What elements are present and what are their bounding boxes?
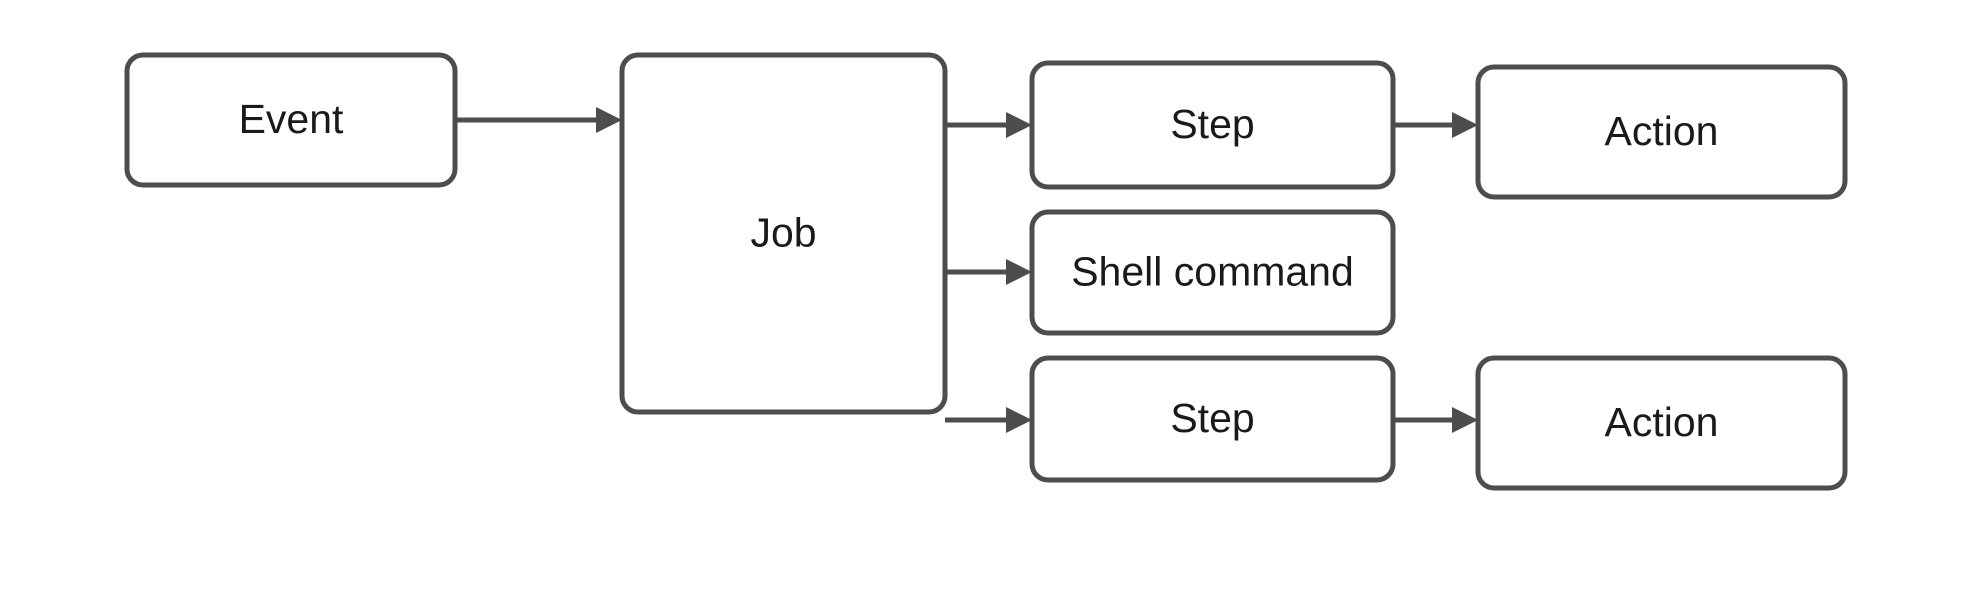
node-action-top[interactable]: Action xyxy=(1475,64,1848,200)
edge-job-to-shell xyxy=(945,259,1032,285)
node-box[interactable] xyxy=(1029,355,1396,483)
node-box[interactable] xyxy=(619,52,948,415)
node-label: Action xyxy=(1605,108,1719,154)
node-box[interactable] xyxy=(1475,355,1848,491)
arrowhead-icon xyxy=(1006,259,1032,285)
edge-job-to-step-bottom xyxy=(945,407,1032,433)
arrowhead-icon xyxy=(1006,407,1032,433)
node-event[interactable]: Event xyxy=(124,52,458,188)
arrowhead-icon xyxy=(1452,407,1478,433)
node-box[interactable] xyxy=(124,52,458,188)
arrowhead-icon xyxy=(1006,112,1032,138)
node-step-top[interactable]: Step xyxy=(1029,60,1396,190)
edge-step-bottom-to-action xyxy=(1393,407,1478,433)
node-label: Action xyxy=(1605,399,1719,445)
node-label: Step xyxy=(1170,101,1254,147)
node-label: Step xyxy=(1170,395,1254,441)
edge-step-top-to-action xyxy=(1393,112,1478,138)
node-step-bottom[interactable]: Step xyxy=(1029,355,1396,483)
node-label: Event xyxy=(239,96,344,142)
edges-layer xyxy=(455,107,1478,433)
node-box[interactable] xyxy=(1029,60,1396,190)
arrowhead-icon xyxy=(596,107,622,133)
node-box[interactable] xyxy=(1475,64,1848,200)
edge-event-to-job xyxy=(455,107,622,133)
node-action-bottom[interactable]: Action xyxy=(1475,355,1848,491)
edge-job-to-step-top xyxy=(945,112,1032,138)
node-label: Shell command xyxy=(1071,248,1354,294)
node-job[interactable]: Job xyxy=(619,52,948,415)
node-shell-command[interactable]: Shell command xyxy=(1029,209,1396,336)
node-label: Job xyxy=(750,209,816,255)
node-box[interactable] xyxy=(1029,209,1396,336)
arrowhead-icon xyxy=(1452,112,1478,138)
